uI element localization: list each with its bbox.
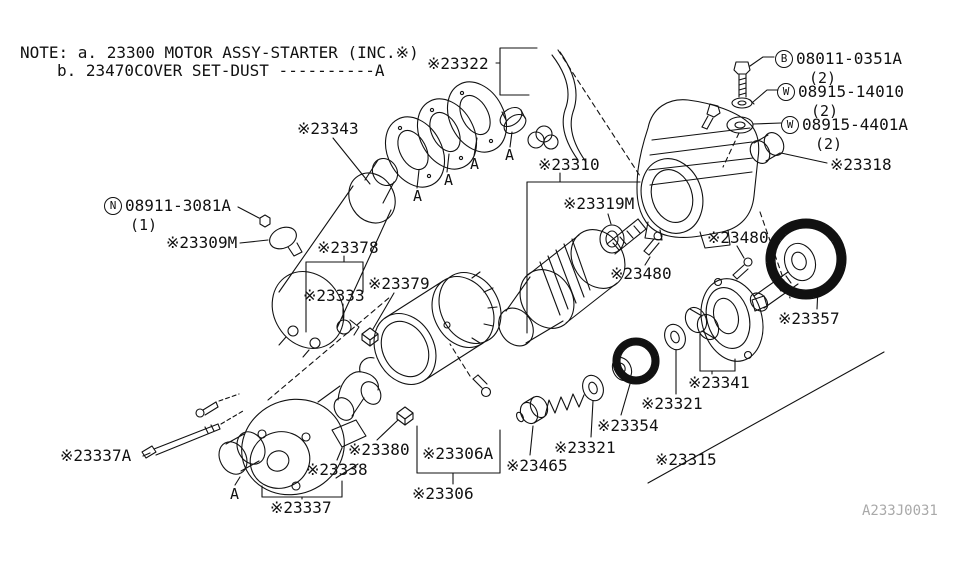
part-23315-leader <box>647 351 885 484</box>
part-label-23337: ※23337 <box>270 498 332 517</box>
fastener-number: 08915-4401A <box>802 115 908 134</box>
part-label-23338: ※23338 <box>306 460 368 479</box>
part-label-23310: ※23310 <box>538 155 600 174</box>
part-23321-lower-art <box>582 374 604 438</box>
part-23321-upper-art <box>664 323 686 395</box>
part-23354-art <box>611 337 660 416</box>
grommet-art <box>499 106 527 148</box>
part-label-23380: ※23380 <box>348 440 410 459</box>
part-23322-art <box>495 47 641 177</box>
diagram-code-watermark: A233J0031 <box>862 503 938 519</box>
part-label-23480-upper: ※23480 <box>707 228 769 247</box>
part-label-23322: ※23322 <box>427 54 489 73</box>
note-line-1: NOTE: a. 23300 MOTOR ASSY-STARTER (INC.※… <box>20 43 419 62</box>
part-label-23315: ※23315 <box>655 450 717 469</box>
part-label-23321-lower: ※23321 <box>554 438 616 457</box>
part-label-23306: ※23306 <box>412 484 474 503</box>
part-label-23318: ※23318 <box>830 155 892 174</box>
part-label-23306A: ※23306A <box>422 444 494 463</box>
part-23306-art <box>373 271 502 485</box>
circled-b-icon: B <box>775 49 793 68</box>
part-label-23465: ※23465 <box>506 456 568 475</box>
part-label-23357: ※23357 <box>778 309 840 328</box>
housing-bolt-art <box>701 103 721 130</box>
part-label-23333: ※23333 <box>303 286 365 305</box>
part-label-23321-upper: ※23321 <box>641 394 703 413</box>
part-label-23309M: ※23309M <box>166 233 238 252</box>
part-label-23480-lower: ※23480 <box>610 264 672 283</box>
gasket-art <box>384 81 508 189</box>
a-marker-cap: A <box>230 485 240 503</box>
part-label-23354: ※23354 <box>597 416 659 435</box>
circled-w-icon: W <box>781 115 799 134</box>
fastener-number: 08911-3081A <box>125 196 231 215</box>
fastener-qty: (2) <box>815 135 843 153</box>
bolt-08011-art <box>733 56 775 98</box>
a-marker-grommet: A <box>505 146 515 164</box>
part-23337-art <box>141 385 367 500</box>
circled-n-icon: N <box>104 196 122 215</box>
part-23310-art <box>498 172 647 347</box>
part-23465-art <box>516 393 585 456</box>
lock-washer-art <box>731 89 779 109</box>
circled-w-icon: W <box>777 82 795 101</box>
part-23343-art <box>259 137 399 358</box>
note-line-2: b. 23470COVER SET-DUST ----------A <box>57 61 385 80</box>
part-23309M-art <box>237 206 303 257</box>
part-label-23378: ※23378 <box>317 238 379 257</box>
fastener-number: 08011-0351A <box>796 49 902 68</box>
part-23318-art <box>749 132 828 164</box>
part-label-23319M: ※23319M <box>563 194 635 213</box>
part-label-23341: ※23341 <box>688 373 750 392</box>
lever-group-art <box>267 255 414 441</box>
part-23357-art <box>749 218 847 312</box>
part-23319M-art <box>599 213 625 254</box>
fastener-qty: (2) <box>811 102 839 120</box>
part-23480-art <box>643 231 753 280</box>
part-label-23343: ※23343 <box>297 119 359 138</box>
part-label-23379: ※23379 <box>368 274 430 293</box>
fastener-number: 08915-14010 <box>798 82 904 101</box>
a-marker-gasket-1: A <box>413 187 423 205</box>
rear-cover-art <box>684 277 768 375</box>
part-label-23337A: ※23337A <box>60 446 132 465</box>
fastener-qty: (1) <box>130 216 158 234</box>
a-marker-gasket-2: A <box>444 171 454 189</box>
note-block: NOTE: a. 23300 MOTOR ASSY-STARTER (INC.※… <box>20 44 419 80</box>
a-marker-gasket-3: A <box>470 155 480 173</box>
fastener-qty: (2) <box>809 69 837 87</box>
